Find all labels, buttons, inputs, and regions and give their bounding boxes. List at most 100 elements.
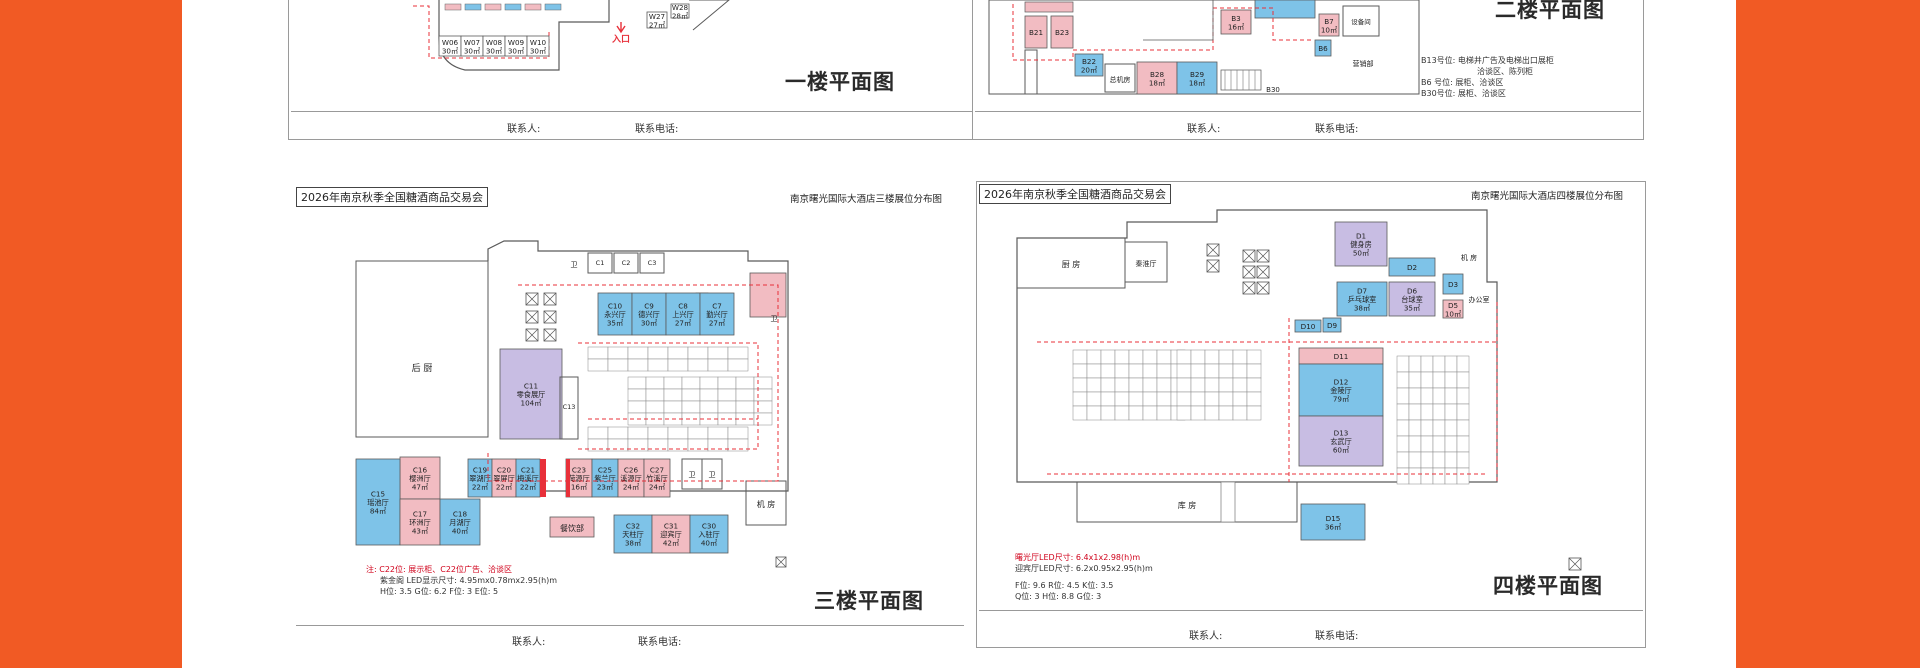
floor3-outline	[487, 240, 789, 492]
booth-c21-label: C21	[521, 466, 535, 475]
stand-cell	[1218, 377, 1234, 393]
floor3-restaurant	[549, 516, 595, 538]
booth-w09-label: 30㎡	[508, 46, 524, 55]
stand-cell	[1432, 451, 1446, 469]
stand-cell	[607, 358, 629, 372]
booth-b3-label: B3	[1231, 14, 1241, 23]
booth-w08-label: 30㎡	[486, 46, 502, 55]
floor3-toilet-label-3: 卫	[689, 471, 696, 479]
stand-cell	[1114, 349, 1130, 365]
floor4-qinhuai	[1124, 241, 1168, 283]
stand-cell	[1086, 391, 1102, 407]
stand-cell	[1190, 363, 1206, 379]
booth-w27	[646, 11, 668, 29]
stand-cell	[1444, 419, 1458, 437]
stand-cell	[1408, 355, 1422, 373]
stand-cell	[627, 358, 649, 372]
booth-c26-label: C26	[624, 466, 639, 475]
stand-cell	[1420, 435, 1434, 453]
booth-c20-label: C20	[497, 466, 512, 475]
stand-cell	[707, 346, 729, 360]
stand-cell	[1444, 355, 1458, 373]
floor4-map: 厨 房秦淮厅D1健身房50㎡D2D6台球室35㎡D7乒乓球室38㎡D3D510㎡…	[1016, 209, 1582, 571]
floor3-restaurant-label: 餐饮部	[560, 523, 584, 533]
booth-c13-label: C13	[563, 403, 576, 411]
stand-cell	[1420, 467, 1434, 485]
stand-cell	[1420, 451, 1434, 469]
floor2-top-booth	[1024, 1, 1074, 13]
booth-c23-label: 16㎡	[571, 483, 587, 492]
booth-c25	[591, 458, 619, 498]
booth-c9	[631, 292, 667, 336]
booth-c30	[689, 514, 729, 554]
stand-cell	[1396, 355, 1410, 373]
booth-w10	[526, 35, 550, 57]
floor3-top-room	[639, 252, 665, 274]
floor3-kitchen-block	[355, 260, 489, 438]
floor3-red-bar	[540, 459, 546, 497]
stand-cell	[627, 426, 649, 440]
booth-c15-label: C15	[371, 490, 385, 499]
stand-cell	[627, 376, 647, 390]
booth-d1-label: 健身房	[1350, 240, 1372, 249]
floor1-rule	[291, 111, 975, 112]
booth-c15-label: 84㎡	[370, 507, 386, 516]
stand-cell	[1204, 349, 1220, 365]
stand-cell	[587, 346, 609, 360]
stand-cell	[587, 426, 609, 440]
elevator-icon-cross	[775, 556, 787, 568]
stand-cell	[1456, 419, 1470, 437]
booth-c17-label: C17	[413, 510, 427, 519]
stand-cell	[681, 376, 701, 390]
floor2-phone: 联系电话:	[1315, 124, 1359, 135]
booth-d6-label: 35㎡	[1404, 304, 1420, 313]
booth-d6	[1388, 281, 1436, 317]
floor3-toilet-label-2: 卫	[771, 315, 778, 323]
stand-cell	[1100, 377, 1116, 393]
stand-cell	[717, 388, 737, 402]
stand-cell	[727, 426, 749, 440]
floor1-title: 一楼平面图	[785, 70, 895, 94]
floor3-note-3: H位: 3.5 G位: 6.2 F位: 3 E位: 5	[380, 587, 499, 596]
stand-cell	[1204, 363, 1220, 379]
booth-d13	[1298, 415, 1384, 467]
booth-c18	[439, 498, 481, 546]
floor1-outline	[438, 0, 610, 71]
booth-c7-label: C7	[712, 302, 722, 311]
stand-cell	[1396, 451, 1410, 469]
booth-c23-label: 荷源厅	[568, 474, 590, 483]
booth-b28-label: 18㎡	[1149, 78, 1165, 87]
booth-c18-label: 月湖厅	[449, 518, 471, 527]
booth-b7-label: B7	[1324, 17, 1334, 26]
stand-cell	[607, 438, 629, 452]
floor1-top-booth	[484, 3, 502, 11]
floor3-route-1	[487, 284, 779, 482]
booth-c30-label: 入驻厅	[698, 530, 720, 539]
floor4-note-4: Q位: 3 H位: 8.8 G位: 3	[1015, 592, 1102, 601]
floor2-equipment-room	[1342, 5, 1380, 37]
stand-cell	[587, 358, 609, 372]
stand-cell	[1190, 405, 1206, 421]
equipment-room-label: 设备间	[1351, 17, 1371, 26]
stand-cell	[687, 358, 709, 372]
floor2-title: 二楼平面图	[1495, 0, 1605, 22]
stand-cell	[1456, 371, 1470, 389]
stand-cell	[1408, 371, 1422, 389]
booth-d1-label: 50㎡	[1353, 249, 1369, 258]
floor3-note-2: 紫金阁 LED显示尺寸: 4.95mx0.78mx2.95(h)m	[380, 576, 558, 585]
elevator-icon-cross	[525, 328, 539, 342]
booth-b22-label: B22	[1082, 57, 1096, 66]
stand-cell	[753, 388, 773, 402]
floor4-title: 四楼平面图	[1493, 574, 1603, 598]
stand-cell	[1142, 377, 1158, 393]
floor4-note-1: 曙光厅LED尺寸: 6.4x1x2.98(h)m	[1015, 553, 1141, 562]
booth-c10-label: 永兴厅	[604, 310, 626, 319]
booth-c18-label: C18	[453, 510, 468, 519]
stand-cell	[717, 412, 737, 426]
stand-cell	[1176, 391, 1192, 407]
stand-cell	[687, 346, 709, 360]
booth-c7-label: 27㎡	[709, 319, 725, 328]
booth-c8-label: 27㎡	[675, 319, 691, 328]
floor4-note-2: 迎宾厅LED尺寸: 6.2x0.95x2.95(h)m	[1015, 564, 1153, 573]
booth-d7-label: 38㎡	[1354, 304, 1370, 313]
